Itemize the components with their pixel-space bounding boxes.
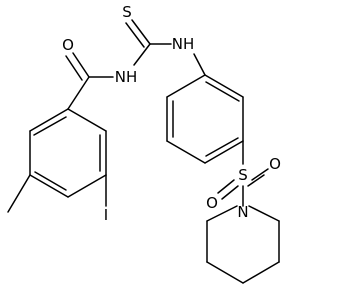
bond bbox=[125, 22, 145, 48]
bond bbox=[251, 168, 269, 181]
bond bbox=[204, 74, 244, 98]
bond bbox=[65, 55, 83, 81]
atom-label-piperidine-nitrogen: N bbox=[237, 203, 248, 221]
bond bbox=[204, 140, 244, 164]
bond bbox=[133, 43, 151, 66]
bond bbox=[166, 140, 206, 164]
atom-label-iodine: I bbox=[104, 206, 108, 224]
bond bbox=[33, 116, 67, 136]
atom-label-aryl-nh: NH bbox=[172, 35, 195, 53]
atom-label-layer: O NH S NH I S O O N bbox=[62, 3, 281, 224]
atom-label-sulfonyl-sulfur: S bbox=[238, 166, 248, 184]
bond bbox=[217, 179, 235, 194]
bond bbox=[72, 52, 90, 78]
bond bbox=[221, 185, 239, 200]
atom-label-sulfonyl-oxygen-right: O bbox=[269, 155, 281, 173]
bond bbox=[206, 261, 244, 284]
bond bbox=[242, 261, 280, 284]
bond bbox=[193, 53, 206, 76]
bond bbox=[67, 174, 107, 198]
bond bbox=[29, 174, 69, 198]
bond bbox=[205, 137, 239, 157]
bond bbox=[67, 76, 90, 110]
bond bbox=[29, 108, 69, 132]
atom-label-thiocarbonyl-sulfur: S bbox=[122, 3, 132, 21]
atom-label-sulfonyl-oxygen-left: O bbox=[206, 194, 218, 212]
bond bbox=[34, 171, 67, 191]
bond bbox=[67, 108, 107, 132]
bond bbox=[205, 81, 240, 102]
bond bbox=[248, 205, 280, 222]
bond bbox=[206, 205, 238, 222]
atom-label-carbonyl-oxygen: O bbox=[62, 36, 74, 54]
atom-label-amide-nh: NH bbox=[115, 68, 138, 86]
bond bbox=[166, 74, 206, 98]
bond bbox=[247, 174, 265, 187]
bond-layer bbox=[7, 19, 280, 284]
bond bbox=[7, 174, 31, 213]
bond bbox=[131, 19, 151, 45]
